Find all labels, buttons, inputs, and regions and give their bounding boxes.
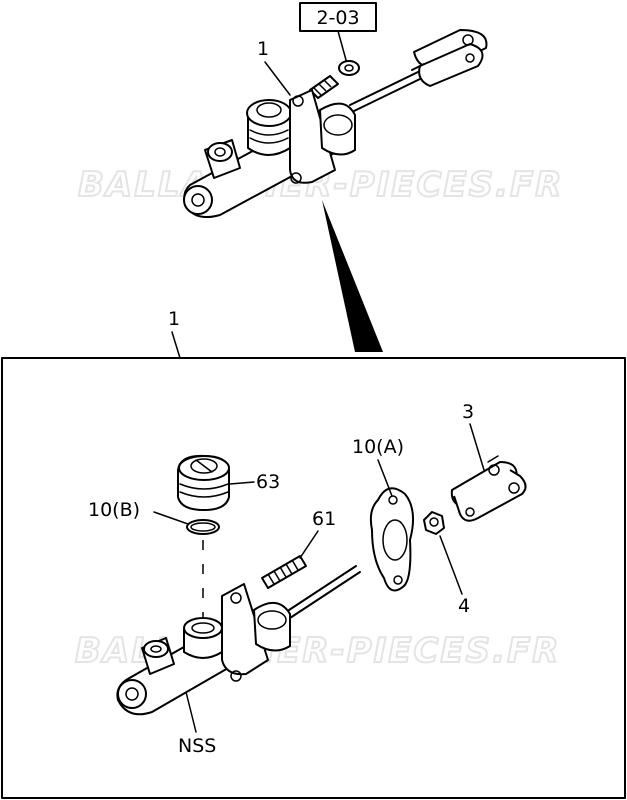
callout-nss-leader (185, 691, 197, 733)
clevis-top (411, 29, 488, 87)
callout-1-top: 1 (257, 38, 269, 60)
oring-part-10b (186, 519, 220, 535)
callout-63-leader (229, 481, 255, 485)
detail-arrow (322, 200, 383, 352)
callout-10a-leader (377, 459, 393, 497)
cap-part-63 (177, 454, 230, 511)
clevis-part-3 (450, 455, 527, 522)
callout-10a: 10(A) (352, 436, 404, 458)
callout-3: 3 (462, 401, 474, 423)
push-rod-top (349, 71, 419, 106)
ref-box-label: 2-03 (316, 7, 359, 29)
top-assembly: 2-03 (183, 2, 488, 352)
callout-61-leader (299, 530, 319, 559)
push-rod (285, 565, 357, 613)
stud-part-61 (261, 555, 307, 589)
nut-part-4 (423, 511, 445, 535)
ref-leader (337, 30, 347, 61)
callout-4-leader (439, 535, 463, 595)
washer-top (338, 60, 360, 76)
gasket-part-10a (369, 487, 415, 592)
callout-61: 61 (312, 508, 336, 530)
detail-assembly: 3 10(A) 4 63 10( (88, 401, 527, 757)
callout-1-top-leader (264, 61, 291, 96)
detail-frame-label: 1 (168, 308, 180, 330)
callout-nss: NSS (178, 735, 216, 757)
stud-top (309, 75, 339, 99)
callout-10b-leader (153, 511, 189, 525)
detail-frame (1, 357, 626, 799)
callout-4: 4 (458, 595, 470, 617)
callout-3-leader (469, 423, 485, 471)
master-cylinder-detail (116, 583, 291, 716)
callout-10b: 10(B) (88, 499, 140, 521)
master-cylinder-top (183, 89, 356, 218)
callout-63: 63 (256, 471, 280, 493)
detail-frame-leader (171, 331, 181, 359)
